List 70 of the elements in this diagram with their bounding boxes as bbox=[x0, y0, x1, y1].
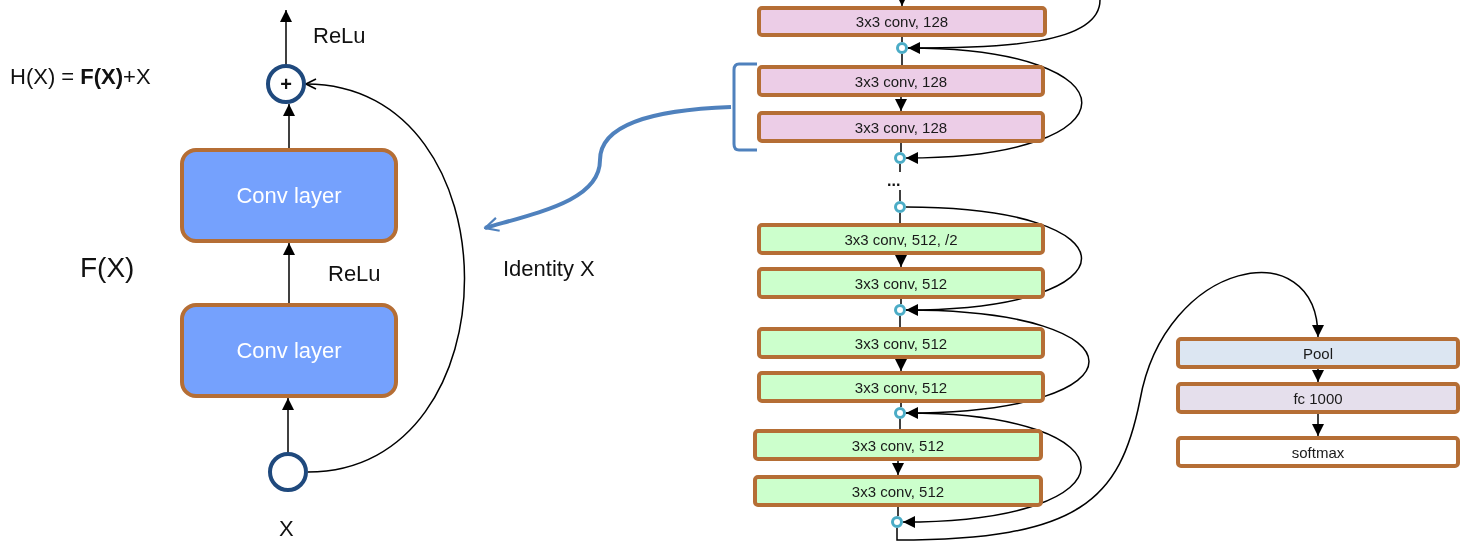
connector-line bbox=[900, 298, 902, 305]
formula-label: H(X) = F(X)+X bbox=[10, 64, 151, 90]
layer-label: 3x3 conv, 128 bbox=[854, 72, 948, 90]
sum-circle bbox=[266, 64, 306, 104]
connector-line bbox=[899, 315, 901, 328]
arrow bbox=[895, 96, 907, 112]
arrow bbox=[283, 103, 295, 149]
connector-line bbox=[899, 212, 901, 224]
layer-label: 3x3 conv, 128 bbox=[854, 118, 948, 136]
junction-dot bbox=[894, 152, 906, 164]
layer-label: 3x3 conv, 512 bbox=[854, 378, 948, 396]
junction-dot bbox=[894, 304, 906, 316]
arrow bbox=[483, 105, 732, 232]
input-circle bbox=[268, 452, 308, 492]
connector-line bbox=[901, 36, 903, 43]
connector-line bbox=[899, 418, 901, 430]
layer-label: Conv layer bbox=[236, 182, 342, 209]
edge-label: ... bbox=[885, 172, 903, 190]
layer-box bbox=[1176, 436, 1460, 468]
layer-label: 3x3 conv, 512 bbox=[854, 334, 948, 352]
layer-box bbox=[757, 223, 1045, 255]
layer-box bbox=[1176, 337, 1460, 369]
layer-box bbox=[753, 429, 1043, 461]
formula-label: Identity X bbox=[503, 256, 595, 282]
junction-dot bbox=[894, 407, 906, 419]
arrow bbox=[1312, 368, 1324, 383]
junction-dot bbox=[896, 42, 908, 54]
layer-label: 3x3 conv, 128 bbox=[855, 13, 949, 30]
layer-box bbox=[757, 6, 1047, 37]
connector-line bbox=[900, 142, 902, 153]
layer-label: 3x3 conv, 512 bbox=[851, 436, 945, 454]
arrow bbox=[902, 412, 1082, 528]
arrow bbox=[905, 309, 1090, 419]
connector-line bbox=[899, 163, 901, 202]
conv-layer-box bbox=[180, 303, 398, 398]
layer-box bbox=[757, 111, 1045, 143]
arrow bbox=[280, 9, 292, 65]
layer-label: fc 1000 bbox=[1293, 389, 1343, 407]
layer-label: Conv layer bbox=[236, 337, 342, 364]
layer-box bbox=[757, 371, 1045, 403]
layer-box bbox=[757, 65, 1045, 97]
arrow bbox=[896, 271, 1323, 541]
layer-box bbox=[757, 327, 1045, 359]
layer-box bbox=[753, 475, 1043, 507]
arrow bbox=[892, 460, 904, 476]
plus-sign: + bbox=[280, 74, 292, 94]
junction-dot bbox=[894, 201, 906, 213]
arrow bbox=[895, 254, 907, 268]
arrow bbox=[283, 242, 295, 304]
arrow bbox=[1312, 413, 1324, 437]
arrow bbox=[905, 47, 1083, 164]
layer-label: 3x3 conv, 512, /2 bbox=[844, 230, 958, 248]
conv-layer-box bbox=[180, 148, 398, 243]
formula-label: F(X) bbox=[80, 252, 135, 284]
layer-label: Pool bbox=[1303, 344, 1333, 362]
connector-line bbox=[897, 506, 899, 517]
node-caption: X bbox=[279, 516, 294, 542]
arrow bbox=[905, 206, 1083, 316]
arrow bbox=[282, 397, 294, 453]
connector-line bbox=[901, 53, 903, 66]
junction-dot bbox=[891, 516, 903, 528]
connector-line bbox=[900, 402, 902, 408]
layer-label: 3x3 conv, 512 bbox=[854, 274, 948, 292]
layer-box bbox=[1176, 382, 1460, 414]
arrow bbox=[305, 79, 466, 473]
layer-label: 3x3 conv, 512 bbox=[851, 482, 945, 500]
layer-label: softmax bbox=[1291, 443, 1345, 461]
arrow bbox=[896, 0, 908, 7]
layer-box bbox=[757, 267, 1045, 299]
arrow bbox=[895, 358, 907, 372]
